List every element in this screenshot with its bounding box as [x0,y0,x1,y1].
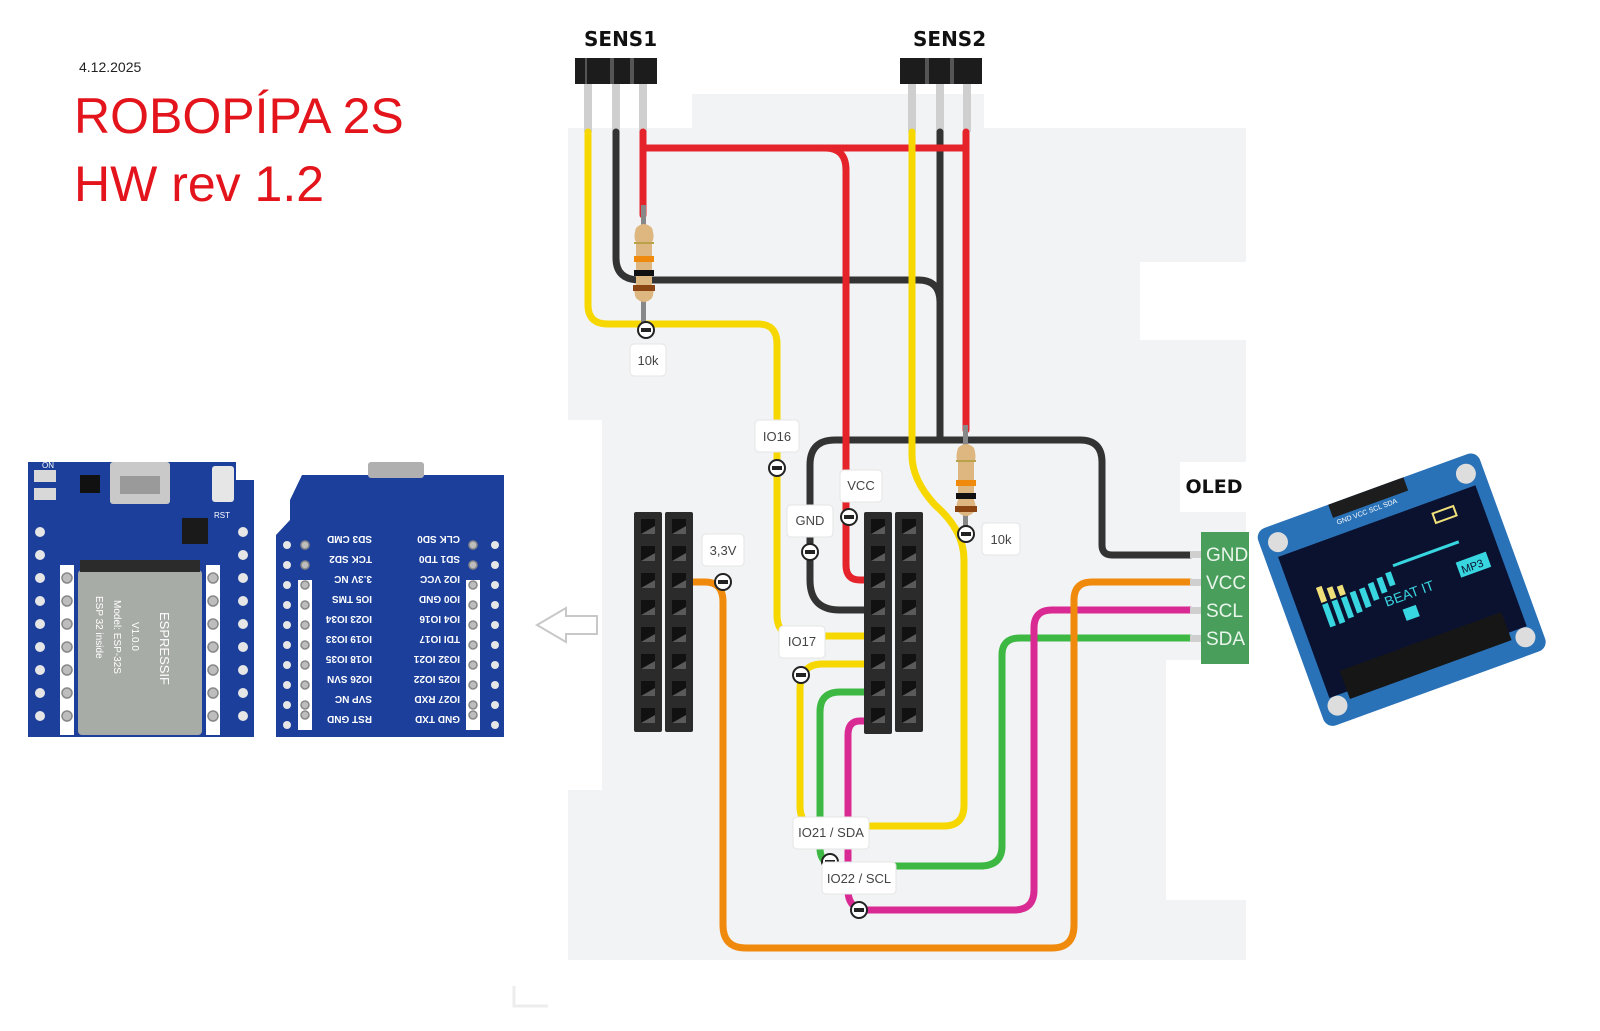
label-r2-text: 10k [991,532,1012,547]
junction-vcc [840,508,858,526]
junction-io16 [768,459,786,477]
label-io17-text: IO17 [788,634,816,649]
label-io17: IO17 [778,625,826,659]
label-io21: IO21 / SDA [792,816,870,850]
esp32-back-left-1: TCK SD2 [329,553,372,564]
esp32-back-left-7: IO26 SVN [327,673,372,684]
header-right-b [895,512,923,732]
junction-r1 [637,321,655,339]
label-io21-text: IO21 / SDA [798,825,864,840]
title-line-2: HW rev 1.2 [74,156,325,212]
wire-sda [816,634,1194,870]
esp32-back-right-1: SD1 TD0 [418,553,460,564]
esp32-back-left-6: IO18 IO35 [325,653,372,664]
esp32-front-rst-label: RST [214,511,230,520]
esp32-front-inside: ESP 32 inside [93,596,104,659]
esp32-back-right-5: TDI IO17 [419,633,460,644]
label-3v3-text: 3,3V [710,543,737,558]
wire-scl [844,606,1194,914]
label-io16-text: IO16 [763,429,791,444]
label-vcc-text: VCC [847,478,874,493]
junction-io17 [792,666,810,684]
junction-r2 [957,525,975,543]
esp32-back-left-3: IO5 TMS [332,593,372,604]
esp32-back-right-3: IO0 GND [419,593,460,604]
esp32-back-left-0: SD3 CMD [327,533,372,544]
junction-io22 [850,901,868,919]
esp32-front-model: V1.0.0 [129,622,140,651]
label-r2: 10k [981,522,1021,556]
esp32-front-brand: ESPRESSIF [157,612,172,685]
esp32-back-left-5: IO19 IO33 [325,633,372,644]
esp32-back-right-4: IO4 IO16 [419,613,460,624]
label-r1-text: 10k [638,353,659,368]
label-io22-text: IO22 / SCL [827,871,891,886]
wire-io17-sens2 [796,128,968,830]
esp32-back-right-2: IO2 VCC [420,573,460,584]
wire-gnd-loop [806,436,1194,614]
sens1-label: SENS1 [584,27,658,51]
junction-gnd [801,543,819,561]
esp32-back-right-8: IO27 RXD [414,693,460,704]
esp32-front-image: ON RST V1.0.0 ESPRESSIF Model: ESP-32S E… [28,461,254,737]
esp32-back-right-0: CLK SD0 [417,533,460,544]
oled-pin-vcc: VCC [1206,573,1246,594]
title-line-1: ROBOPÍPA 2S [74,88,404,144]
arrow-left-icon [535,606,598,644]
esp32-back-left-2: 3.3V NC [334,573,372,584]
label-gnd-text: GND [796,513,825,528]
label-r1: 10k [629,343,667,377]
sens2-label: SENS2 [913,27,987,51]
label-io22: IO22 / SCL [821,861,897,895]
esp32-back-left-9: RST GND [327,713,372,724]
label-3v3: 3,3V [701,533,745,567]
header-left-a [634,512,662,732]
wire-vcc-down [821,144,870,584]
sens1-connector [575,58,657,132]
resistor-1 [633,205,655,325]
oled-pin-gnd: GND [1206,545,1248,566]
wire-3v3 [688,578,1194,952]
label-vcc: VCC [839,469,883,503]
esp32-front-on-label: ON [42,461,54,470]
oled-label: OLED [1180,462,1248,512]
esp32-back-right-9: GND TXD [415,713,460,724]
label-gnd: GND [786,504,834,538]
header-left-b [665,512,693,732]
header-right-a [864,512,892,734]
oled-pin-block: GND VCC SCL SDA [1190,532,1249,664]
esp32-back-left-4: IO23 IO34 [325,613,372,624]
oled-module-image: GND VCC SCL SDA BEAT IT MP3 [1257,453,1546,726]
oled-pin-sda: SDA [1206,629,1245,650]
oled-pin-scl: SCL [1206,601,1243,622]
resistor-2 [955,425,977,534]
corner-mark [512,986,548,1008]
date-label: 4.12.2025 [79,59,142,75]
esp32-front-model-full: Model: ESP-32S [111,600,122,674]
esp32-back-right-6: IO32 IO21 [413,653,460,664]
esp32-back-left-8: SVP NC [335,693,372,704]
esp32-back-image: SD3 CMD TCK SD2 3.3V NC IO5 TMS IO23 IO3… [276,462,504,737]
esp32-back-right-7: IO25 IO22 [413,673,460,684]
sens2-connector [900,58,982,132]
junction-3v3 [714,573,732,591]
label-io16: IO16 [754,419,800,453]
